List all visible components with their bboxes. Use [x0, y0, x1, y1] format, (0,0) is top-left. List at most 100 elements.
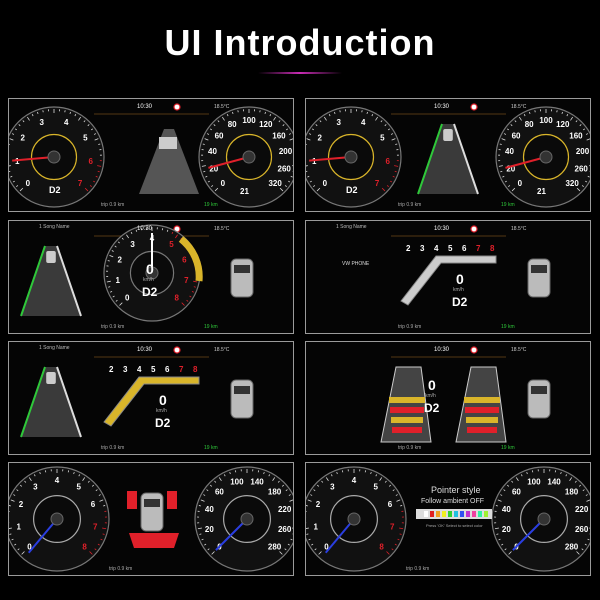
- gauge-tick: [10, 175, 13, 178]
- rpm-bar-label: 5: [448, 244, 453, 253]
- gauge-tick-label: 5: [380, 133, 385, 142]
- gauge-tick: [510, 124, 513, 127]
- gauge-tick: [9, 505, 11, 507]
- gauge-tick: [317, 484, 320, 487]
- gauge-tick: [497, 499, 502, 502]
- gauge-tick: [130, 231, 133, 234]
- lane-line-left: [417, 123, 443, 195]
- gauge-hub: [50, 512, 64, 526]
- panel-sport-car-view[interactable]: 0123456780204060100140180220260280trip 0…: [8, 462, 294, 576]
- gauge-tick: [87, 124, 90, 127]
- speed-unit-text: km/h: [425, 393, 436, 399]
- gauge-tick-label: 7: [375, 179, 380, 188]
- gauge-tick: [319, 120, 322, 123]
- rpm-bar-label: 2: [109, 365, 114, 374]
- gauge-tick: [211, 551, 215, 555]
- gauge-tick: [500, 494, 503, 496]
- gauge-hub: [539, 150, 553, 164]
- lane-line-left: [20, 366, 46, 438]
- gauge-tick: [523, 114, 526, 117]
- color-swatch: [448, 511, 452, 517]
- temp-text: 18.5°C: [511, 347, 527, 353]
- pointer-style-text: Pointer style: [431, 485, 481, 495]
- gauge-tick-label: 5: [76, 483, 81, 492]
- gauge-tick-label: 260: [278, 525, 292, 534]
- gauge-tick: [90, 128, 94, 131]
- gauge-tick-label: 260: [278, 164, 292, 173]
- gauge-tick: [205, 175, 208, 178]
- hint-text: Press 'OK' Select to select color: [426, 523, 483, 528]
- lane-line-left: [20, 245, 46, 317]
- rpm-bar-label: 7: [179, 365, 184, 374]
- car-top-view-icon: [527, 379, 551, 419]
- color-swatch: [478, 511, 482, 517]
- gauge-tick: [379, 477, 383, 481]
- gauge-tick: [22, 120, 25, 123]
- speed-text: 0: [456, 271, 464, 287]
- panel-pointer-style-settings[interactable]: 0123456780204060100140180220260280trip 0…: [305, 462, 591, 576]
- gauge-tick: [207, 548, 210, 551]
- gauge-tick: [569, 477, 573, 481]
- gauge-tick: [287, 543, 290, 546]
- gauge-tick: [222, 116, 225, 121]
- gauge-tick: [387, 128, 391, 131]
- temp-text: 18.5°C: [214, 226, 230, 232]
- speed-limit-icon: [173, 103, 181, 111]
- gauge-tick: [19, 187, 24, 192]
- gauge-tick: [214, 187, 219, 192]
- trip-text: trip 0.9 km: [101, 202, 125, 208]
- gauge-tick: [307, 175, 310, 178]
- gauge-tick: [78, 474, 81, 477]
- rpm-bar-label: 8: [490, 244, 495, 253]
- gauge-tick: [584, 543, 587, 546]
- gauge-hub: [240, 512, 254, 526]
- gauge-tick-label: 8: [82, 543, 87, 552]
- gauge-tick-label: 160: [272, 131, 286, 140]
- page-title: UI Introduction: [164, 22, 436, 63]
- gauge-tick: [31, 114, 34, 117]
- gauge-tick: [511, 187, 516, 192]
- gauge-tick: [203, 170, 206, 173]
- gauge-tick: [514, 120, 517, 123]
- gauge-tick: [203, 494, 206, 496]
- gauge-tick: [269, 114, 272, 117]
- gauge-needle: [12, 156, 55, 162]
- gauge-tick-label: 1: [15, 157, 20, 166]
- gauge-tick: [99, 499, 104, 502]
- gauge-tick-label: 0: [27, 543, 32, 552]
- gauge-tick: [380, 120, 383, 123]
- gauge-tick: [511, 480, 514, 483]
- gauge-tick-label: 2: [316, 500, 321, 509]
- gauge-tick: [334, 111, 336, 114]
- gauge-tick-label: 0: [323, 179, 328, 188]
- gear-text: D2: [49, 185, 61, 195]
- gauge-tick: [306, 138, 311, 141]
- lane-bar: [455, 366, 507, 443]
- gauge-tick: [316, 187, 321, 192]
- gauge-tick: [10, 499, 15, 502]
- gauge-tick: [306, 533, 309, 535]
- lead-car-icon: [443, 129, 453, 141]
- rpm-bar-label: 6: [165, 365, 170, 374]
- gauge-tick: [328, 114, 331, 117]
- rpm-bar-label: 4: [434, 244, 439, 253]
- speed-unit-text: km/h: [143, 277, 154, 283]
- lead-car-icon: [46, 251, 56, 263]
- gauge-tick: [399, 533, 402, 535]
- gauge-tick: [388, 484, 391, 487]
- color-swatch: [442, 511, 446, 517]
- gauge-tick: [311, 128, 315, 131]
- gauge-tick-label: 6: [388, 500, 393, 509]
- gauge-tick-label: 40: [505, 147, 514, 156]
- lane-bar-segment: [465, 407, 499, 413]
- gauge-tick: [9, 533, 12, 535]
